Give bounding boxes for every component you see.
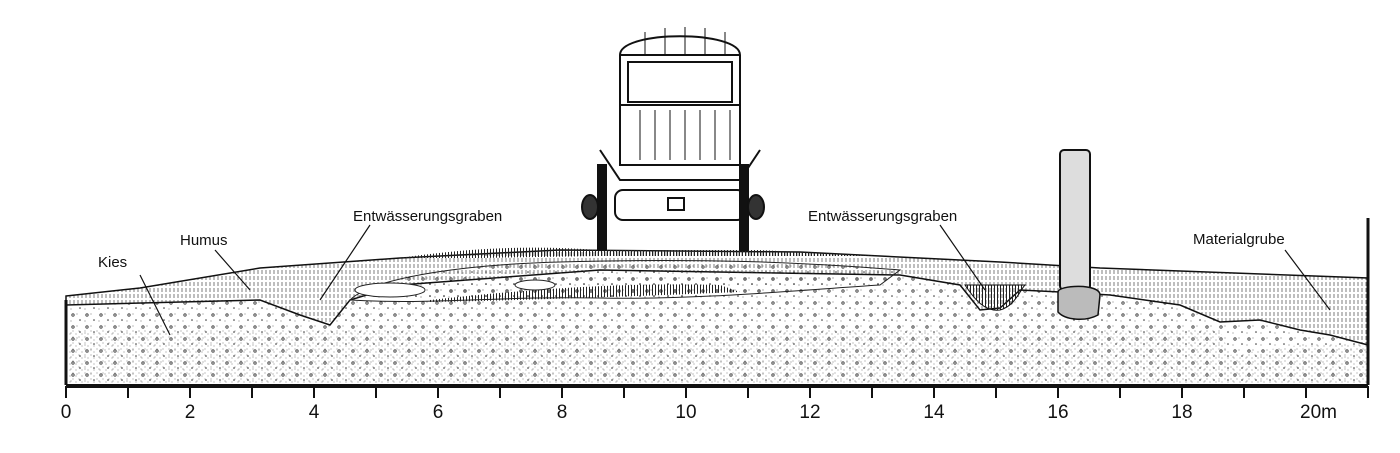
scale-ticks: 0 2 4 6 8 10 12 14 16 18 20m xyxy=(61,386,1369,423)
label-materialgrube: Materialgrube xyxy=(1193,231,1285,248)
scale-tick-label: 2 xyxy=(185,402,196,423)
label-entwaesserungsgraben-1: Entwässerungsgraben xyxy=(353,208,502,225)
scale-tick-label: 12 xyxy=(799,402,820,423)
scale-tick-label: 4 xyxy=(309,402,320,423)
label-humus: Humus xyxy=(180,232,228,249)
ditch-fill xyxy=(964,284,1027,311)
post-base xyxy=(1057,285,1101,320)
scale-tick-label: 14 xyxy=(923,402,945,423)
scale-tick-label: 16 xyxy=(1047,402,1068,423)
scale-tick-label: 0 xyxy=(61,402,72,423)
lens xyxy=(514,279,556,291)
scale-tick-label: 10 xyxy=(675,402,696,423)
scale-tick-label: 20m xyxy=(1300,402,1337,423)
post xyxy=(1059,149,1091,291)
dark-lens xyxy=(430,284,740,302)
ground-outline xyxy=(64,218,1370,385)
road-surface xyxy=(400,247,880,258)
scale-tick-label: 18 xyxy=(1171,402,1192,423)
label-kies: Kies xyxy=(98,254,127,271)
scale-tick-label: 8 xyxy=(557,402,568,423)
wagon xyxy=(581,27,765,251)
label-entwaesserungsgraben-2: Entwässerungsgraben xyxy=(808,208,957,225)
lens xyxy=(354,282,426,298)
scale-tick-label: 6 xyxy=(433,402,444,423)
